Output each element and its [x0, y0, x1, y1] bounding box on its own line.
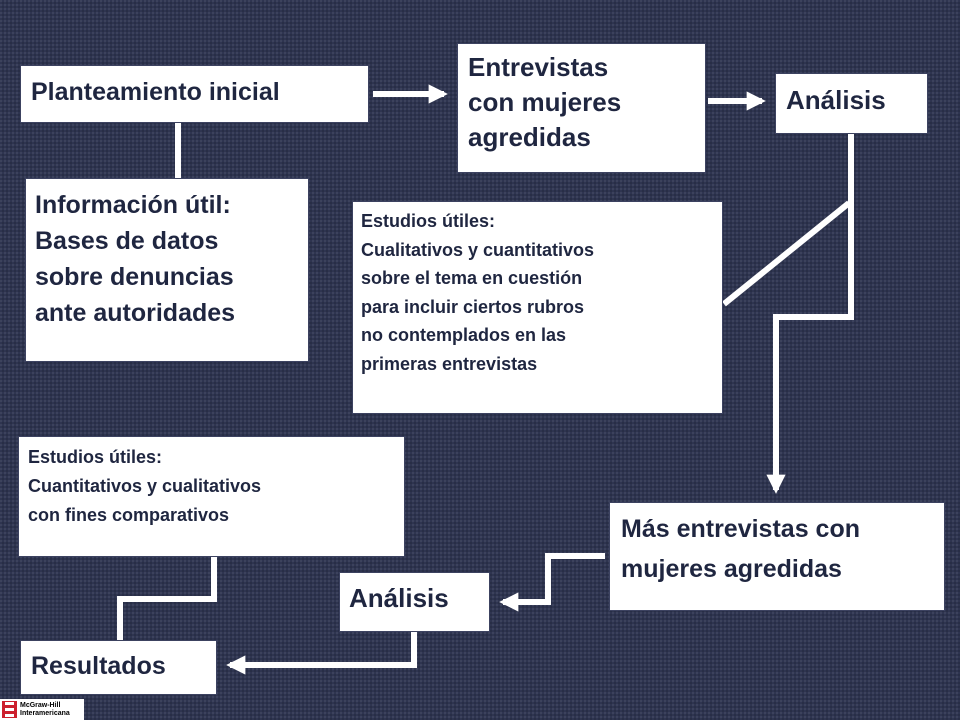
arrow-analisis-to-mas-entrevistas — [766, 134, 854, 494]
mas-entrevistas-label: Más entrevistas con mujeres agredidas — [621, 515, 860, 583]
connector-estudios-to-resultados — [117, 557, 217, 642]
analisis-top-box: Análisis — [775, 73, 928, 134]
entrevistas-box: Entrevistas con mujeres agredidas — [457, 43, 706, 173]
estudios-utiles-comparativos-box: Estudios útiles: Cuantitativos y cualita… — [18, 436, 405, 557]
entrevistas-label: Entrevistas con mujeres agredidas — [468, 52, 622, 152]
planteamiento-inicial-box: Planteamiento inicial — [20, 65, 369, 123]
estudios-utiles-cualitativos-box: Estudios útiles: Cualitativos y cuantita… — [352, 201, 723, 414]
analisis-bottom-box: Análisis — [339, 572, 490, 632]
informacion-util-label: Información útil: Bases de datos sobre d… — [35, 191, 236, 327]
analisis-bottom-label: Análisis — [349, 583, 449, 613]
planteamiento-inicial-label: Planteamiento inicial — [31, 78, 280, 106]
arrow-mas-entrevistas-to-analisis — [499, 553, 605, 612]
publisher-line-2: Interamericana — [20, 709, 70, 717]
analisis-top-label: Análisis — [786, 85, 886, 115]
publisher-line-1: McGraw-Hill — [20, 701, 61, 709]
estudios-utiles-comparativos-label: Estudios útiles: Cuantitativos y cualita… — [28, 447, 262, 525]
resultados-box: Resultados — [20, 640, 217, 695]
informacion-util-box: Información útil: Bases de datos sobre d… — [25, 178, 309, 362]
connector-estudios-to-flow — [722, 200, 851, 307]
publisher-logo: McGraw-Hill Interamericana — [0, 699, 84, 720]
mas-entrevistas-box: Más entrevistas con mujeres agredidas — [609, 502, 945, 611]
resultados-label: Resultados — [31, 652, 166, 680]
arrow-analisis-to-resultados — [226, 632, 417, 675]
publisher-logo-text: McGraw-Hill Interamericana — [20, 702, 70, 718]
estudios-utiles-cualitativos-label: Estudios útiles: Cualitativos y cuantita… — [361, 211, 595, 374]
publisher-logo-icon — [2, 701, 17, 718]
